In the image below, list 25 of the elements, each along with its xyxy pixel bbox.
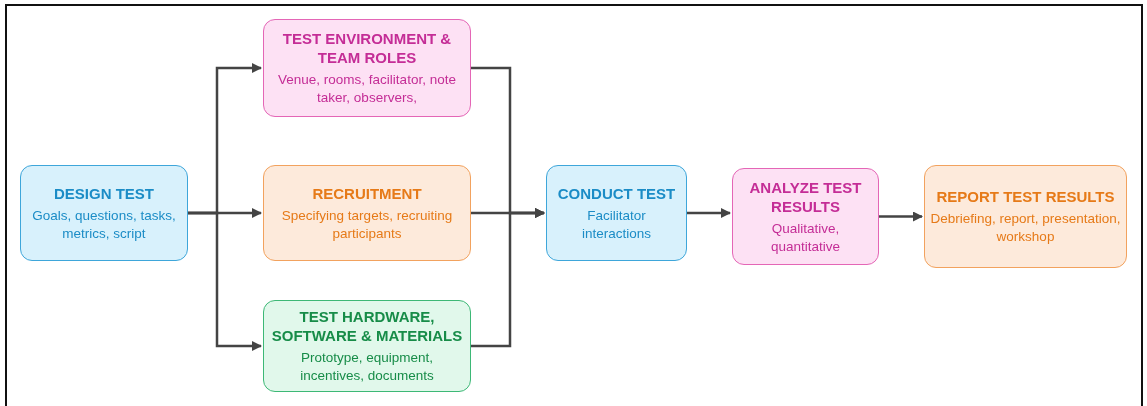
box-heading: ANALYZE TEST RESULTS [748,177,863,216]
arrow [471,208,545,348]
process-box [732,168,879,265]
process-box [263,300,471,392]
box-description: Facilitator interactions [580,206,652,243]
process-box [924,165,1127,268]
box-heading: CONDUCT TEST [557,183,676,203]
process-box [263,165,471,261]
process-box [263,19,471,117]
box-heading: RECRUITMENT [312,183,422,203]
box-description: Venue, rooms, facilitator, note taker, observers, [277,71,457,107]
box-description: Debriefing, report, presentation, workshop [929,210,1122,246]
box-heading: DESIGN TEST [54,183,154,203]
arrow [687,208,731,218]
process-box [546,165,687,261]
box-heading: REPORT TEST RESULTS [936,187,1115,206]
arrow [879,211,923,222]
box-description: Prototype, equipment, incentives, documents [299,349,435,385]
arrow [188,211,262,351]
box-description: Qualitative, quantitative [769,219,842,256]
box-description: Specifying targets, recruiting participants [280,206,454,243]
process-box [20,165,188,261]
box-heading: TEST HARDWARE, SOFTWARE & MATERIALS [270,307,464,345]
box-description: Goals, questions, tasks, metrics, script [31,206,177,243]
box-heading: TEST ENVIRONMENT & TEAM ROLES [281,29,453,67]
